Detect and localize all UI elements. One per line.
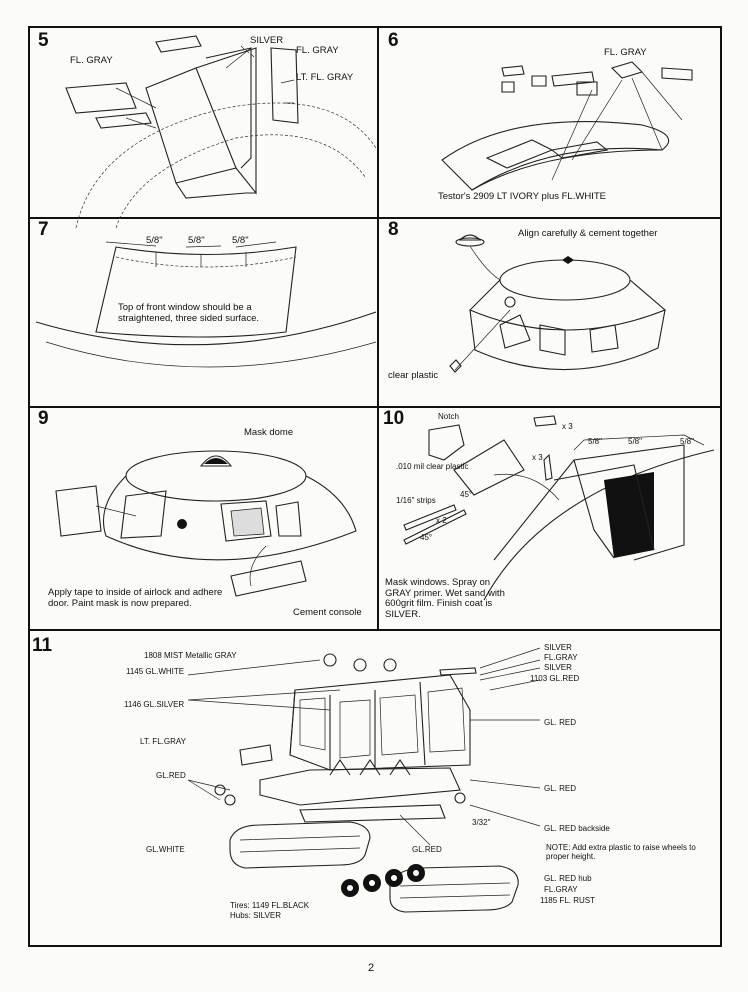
step-number: 8 — [388, 219, 399, 240]
row-divider — [28, 217, 722, 219]
label: GL.RED — [156, 771, 186, 780]
label: FL.GRAY — [544, 885, 578, 894]
dimension: 5/8" — [188, 235, 205, 246]
dimension: 5/8" — [146, 235, 163, 246]
step-5-diagram — [65, 35, 377, 229]
step-number: 9 — [38, 408, 49, 429]
label: SILVER — [250, 35, 284, 46]
label: clear plastic — [388, 370, 439, 381]
label: .010 mil clear plastic — [396, 462, 469, 471]
title: Mask dome — [244, 427, 294, 438]
note: Mask windows. Spray on GRAY primer. Wet … — [385, 577, 505, 620]
label: SILVER — [544, 663, 572, 672]
label: 45° — [460, 490, 473, 499]
label: x 3 — [562, 422, 573, 431]
title: Align carefully & cement together — [518, 228, 658, 239]
label: FL.GRAY — [544, 653, 578, 662]
label: x 3 — [532, 453, 543, 462]
label: 1808 MIST Metallic GRAY — [144, 651, 237, 660]
row-divider — [28, 629, 722, 631]
note: Apply tape to inside of airlock and adhe… — [48, 587, 223, 609]
label: FL. GRAY — [296, 45, 339, 56]
step-7-diagram — [35, 241, 377, 368]
label: GL. RED — [544, 784, 577, 793]
label: GL. RED — [544, 718, 577, 727]
step-6-diagram — [441, 61, 693, 191]
label: LT. FL.GRAY — [140, 737, 186, 746]
dimension: 3/32" — [472, 818, 491, 827]
label: Cement console — [293, 607, 362, 618]
label: GL.RED — [412, 845, 442, 854]
label: LT. FL. GRAY — [296, 72, 354, 83]
step-11-diagram — [187, 647, 541, 913]
label: NOTE: Add extra plastic to raise wheels … — [546, 843, 696, 861]
label: Notch — [438, 412, 459, 421]
step-8-diagram — [449, 234, 667, 373]
step-number: 7 — [38, 219, 49, 240]
dimension: 5/8" — [680, 437, 694, 446]
label: GL. RED backside — [544, 824, 610, 833]
label: GL. RED hub — [544, 874, 592, 883]
dimension: 5/8" — [232, 235, 249, 246]
step-number: 5 — [38, 30, 49, 51]
instruction-frame — [28, 26, 722, 947]
step-10-diagram — [403, 415, 715, 601]
step-9-diagram — [55, 450, 357, 597]
dimension: 5/8" — [628, 437, 642, 446]
label: FL. GRAY — [604, 47, 647, 58]
dimension: 5/8" — [588, 437, 602, 446]
step-number: 10 — [383, 408, 405, 429]
step-number: 11 — [32, 635, 53, 656]
label: Tires: 1149 FL.BLACK — [230, 901, 310, 910]
label: 1103 GL.RED — [530, 674, 580, 683]
label: x 2 — [436, 516, 447, 525]
label: SILVER — [544, 643, 572, 652]
page-number: 2 — [368, 962, 375, 974]
label: FL. GRAY — [70, 55, 113, 66]
column-divider — [377, 26, 379, 630]
label: 1/16" strips — [396, 496, 436, 505]
step-number: 6 — [388, 30, 399, 51]
label: Testor's 2909 LT IVORY plus FL.WHITE — [438, 191, 606, 202]
label: 45° — [420, 533, 433, 542]
row-divider — [28, 406, 722, 408]
label: Hubs: SILVER — [230, 911, 281, 920]
label: 1146 GL.SILVER — [124, 700, 185, 709]
label: 1185 FL. RUST — [540, 896, 595, 905]
label: GL.WHITE — [146, 845, 185, 854]
note: Top of front window should be a straight… — [118, 302, 260, 324]
label: 1145 GL.WHITE — [126, 667, 185, 676]
